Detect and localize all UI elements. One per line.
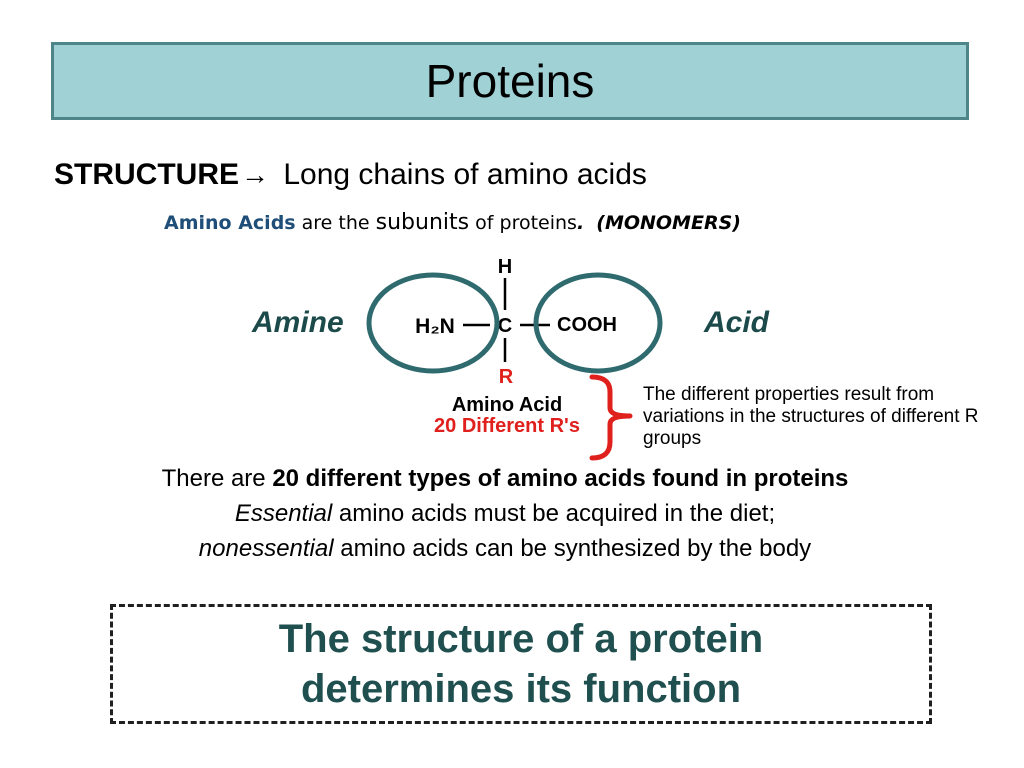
acid-circle [533, 272, 663, 374]
atom-h2n: H₂N [415, 315, 455, 338]
body-line-3: nonessential amino acids can be synthesi… [0, 531, 1010, 566]
body-line-1: There are 20 different types of amino ac… [0, 461, 1010, 496]
body-line-2: Essential amino acids must be acquired i… [0, 496, 1010, 531]
monomers-term: (MONOMERS) [596, 212, 741, 234]
amine-label: Amine [252, 306, 344, 339]
title-banner: Proteins [51, 42, 969, 120]
caption-amino-acid: Amino Acid [452, 394, 562, 416]
callout-text: The structure of a protein determines its… [279, 614, 764, 714]
structure-text: Long chains of amino acids [275, 158, 647, 191]
callout-line-2: determines its function [300, 667, 742, 711]
body-line-1-prefix: There are [161, 465, 273, 492]
caption-different-rs: 20 Different R's [434, 415, 580, 437]
atom-c: C [498, 315, 512, 337]
amine-circle [366, 272, 500, 374]
callout-line-1: The structure of a protein [278, 617, 764, 661]
of-proteins-text: of proteins [469, 212, 577, 234]
nonessential-term: nonessential [198, 535, 334, 562]
slide-title: Proteins [425, 55, 595, 107]
curly-brace-icon [589, 374, 633, 461]
are-the-text: are the [295, 212, 376, 234]
period: . [576, 212, 585, 234]
body-text: There are 20 different types of amino ac… [0, 461, 1010, 566]
acid-label: Acid [704, 306, 770, 339]
atom-h: H [498, 256, 512, 278]
subunit-line: Amino Acids are the subunits of proteins… [164, 210, 741, 235]
structure-line: STRUCTURE→ Long chains of amino acids [54, 158, 647, 192]
subunits-term: subunits [375, 210, 470, 235]
r-group-note: The different properties result from var… [643, 384, 979, 449]
callout-box: The structure of a protein determines its… [110, 604, 932, 724]
atom-r: R [499, 366, 514, 388]
body-line-1-bold: 20 different types of amino acids found … [272, 465, 849, 492]
body-line-2-rest: amino acids must be acquired in the diet… [332, 500, 776, 527]
atom-cooh: COOH [557, 314, 617, 336]
amino-acids-term: Amino Acids [164, 212, 296, 234]
body-line-3-rest: amino acids can be synthesized by the bo… [333, 535, 812, 562]
essential-term: Essential [234, 500, 333, 527]
right-arrow-icon: → [241, 159, 269, 190]
structure-keyword: STRUCTURE [54, 158, 239, 191]
